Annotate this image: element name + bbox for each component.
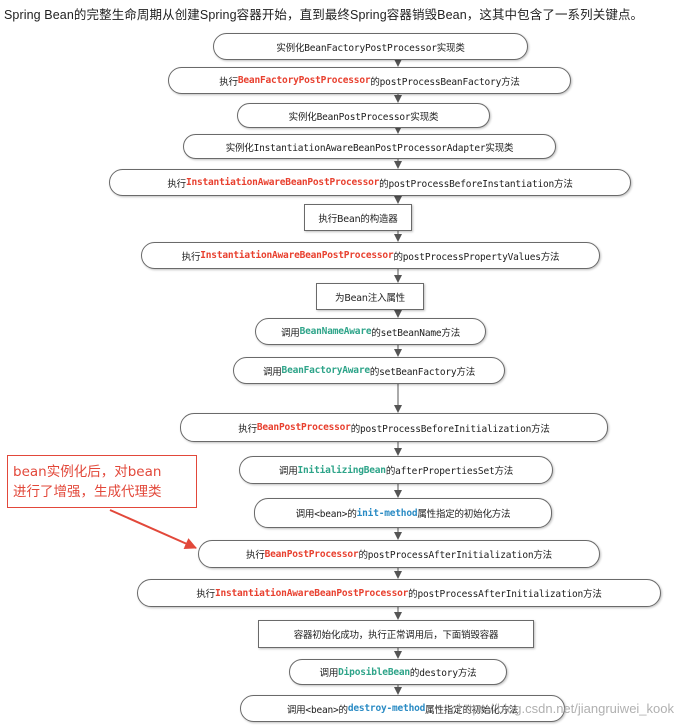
flow-step-15-text-1: 执行 — [196, 589, 215, 600]
flow-step-17-text-3: 的destory方法 — [409, 668, 477, 679]
flow-step-5-text-3: 的postProcessBeforeInstantiation方法 — [379, 178, 573, 190]
flow-step-10-text-2: BeanFactoryAware — [281, 365, 371, 376]
flow-step-17-text-1: 调用 — [319, 668, 339, 679]
flow-step-5-text-2: InstantiationAwareBeanPostProcessor — [185, 177, 380, 188]
flow-step-17-text-2: DiposibleBean — [338, 666, 410, 678]
flow-step-9-text-3: 的setBeanName方法 — [371, 327, 460, 339]
flow-step-6-text-1: 执行Bean的构造器 — [318, 213, 398, 225]
flow-step-2-text-2: BeanFactoryPostProcessor — [237, 75, 371, 86]
flow-step-3-text-1: 实例化BeanPostProcessor实现类 — [288, 111, 439, 123]
flow-step-15-text-3: 的postProcessAfterInitialization方法 — [408, 589, 602, 600]
flow-step-14-text-2: BeanPostProcessor — [264, 548, 359, 560]
annotation-arrow — [109, 509, 197, 550]
flow-step-13-text-2: init-method — [356, 507, 418, 519]
flow-step-7-text-1: 执行 — [181, 251, 201, 263]
flow-step-18-text-2: destroy-method — [347, 703, 426, 714]
flow-step-16: 容器初始化成功，执行正常调用后，下面销毁容器 — [258, 620, 534, 648]
flow-step-11-text-1: 执行 — [238, 423, 257, 435]
flow-step-7-text-3: 的postProcessPropertyValues方法 — [393, 251, 560, 263]
flow-step-8-text-1: 为Bean注入属性 — [335, 292, 405, 304]
flow-step-4: 实例化InstantiationAwareBeanPostProcessorAd… — [183, 134, 556, 159]
flow-step-11-text-3: 的postProcessBeforeInitialization方法 — [350, 423, 550, 435]
flow-step-5-text-1: 执行 — [167, 178, 186, 190]
flow-step-3: 实例化BeanPostProcessor实现类 — [237, 103, 490, 128]
intro-text: Spring Bean的完整生命周期从创建Spring容器开始，直到最终Spri… — [4, 8, 644, 22]
flow-step-8: 为Bean注入属性 — [316, 283, 424, 310]
flow-step-9-text-2: BeanNameAware — [299, 326, 372, 337]
flow-step-13-text-1: 调用<bean>的 — [295, 509, 357, 520]
flow-step-16-text-1: 容器初始化成功，执行正常调用后，下面销毁容器 — [293, 630, 499, 641]
watermark: https://blog.csdn.net/jiangruiwei_kook — [457, 701, 674, 716]
flow-step-1: 实例化BeanFactoryPostProcessor实现类 — [213, 33, 528, 60]
flow-step-18-text-3: 属性指定的初始化方法 — [425, 704, 519, 716]
flow-step-1-text-1: 实例化BeanFactoryPostProcessor实现类 — [276, 42, 465, 54]
flow-step-14-text-3: 的postProcessAfterInitialization方法 — [358, 550, 552, 561]
flow-step-2-text-3: 的postProcessBeanFactory方法 — [370, 76, 520, 88]
flow-step-12-text-3: 的afterPropertiesSet方法 — [385, 466, 514, 477]
flow-step-14-text-1: 执行 — [246, 550, 265, 561]
annotation-box: bean实例化后，对bean 进行了增强，生成代理类 — [7, 455, 197, 508]
flow-step-9-text-1: 调用 — [281, 327, 300, 339]
flow-step-15-text-2: InstantiationAwareBeanPostProcessor — [214, 587, 409, 599]
flow-step-10-text-1: 调用 — [262, 366, 282, 378]
flow-step-11-text-2: BeanPostProcessor — [256, 422, 351, 433]
annotation-line-1: bean实例化后，对bean — [13, 464, 162, 480]
flow-step-4-text-1: 实例化InstantiationAwareBeanPostProcessorAd… — [225, 142, 514, 154]
flow-step-10-text-3: 的setBeanFactory方法 — [369, 366, 476, 378]
flow-step-12-text-1: 调用 — [278, 466, 298, 477]
flow-step-12-text-2: InitializingBean — [297, 464, 387, 476]
annotation-line-2: 进行了增强，生成代理类 — [13, 484, 162, 500]
flow-step-2-text-1: 执行 — [219, 76, 238, 88]
flow-step-6: 执行Bean的构造器 — [304, 204, 412, 231]
flow-step-13-text-3: 属性指定的初始化方法 — [417, 509, 511, 520]
flow-step-7-text-2: InstantiationAwareBeanPostProcessor — [200, 250, 394, 261]
flow-step-18-text-1: 调用<bean>的 — [286, 704, 348, 716]
